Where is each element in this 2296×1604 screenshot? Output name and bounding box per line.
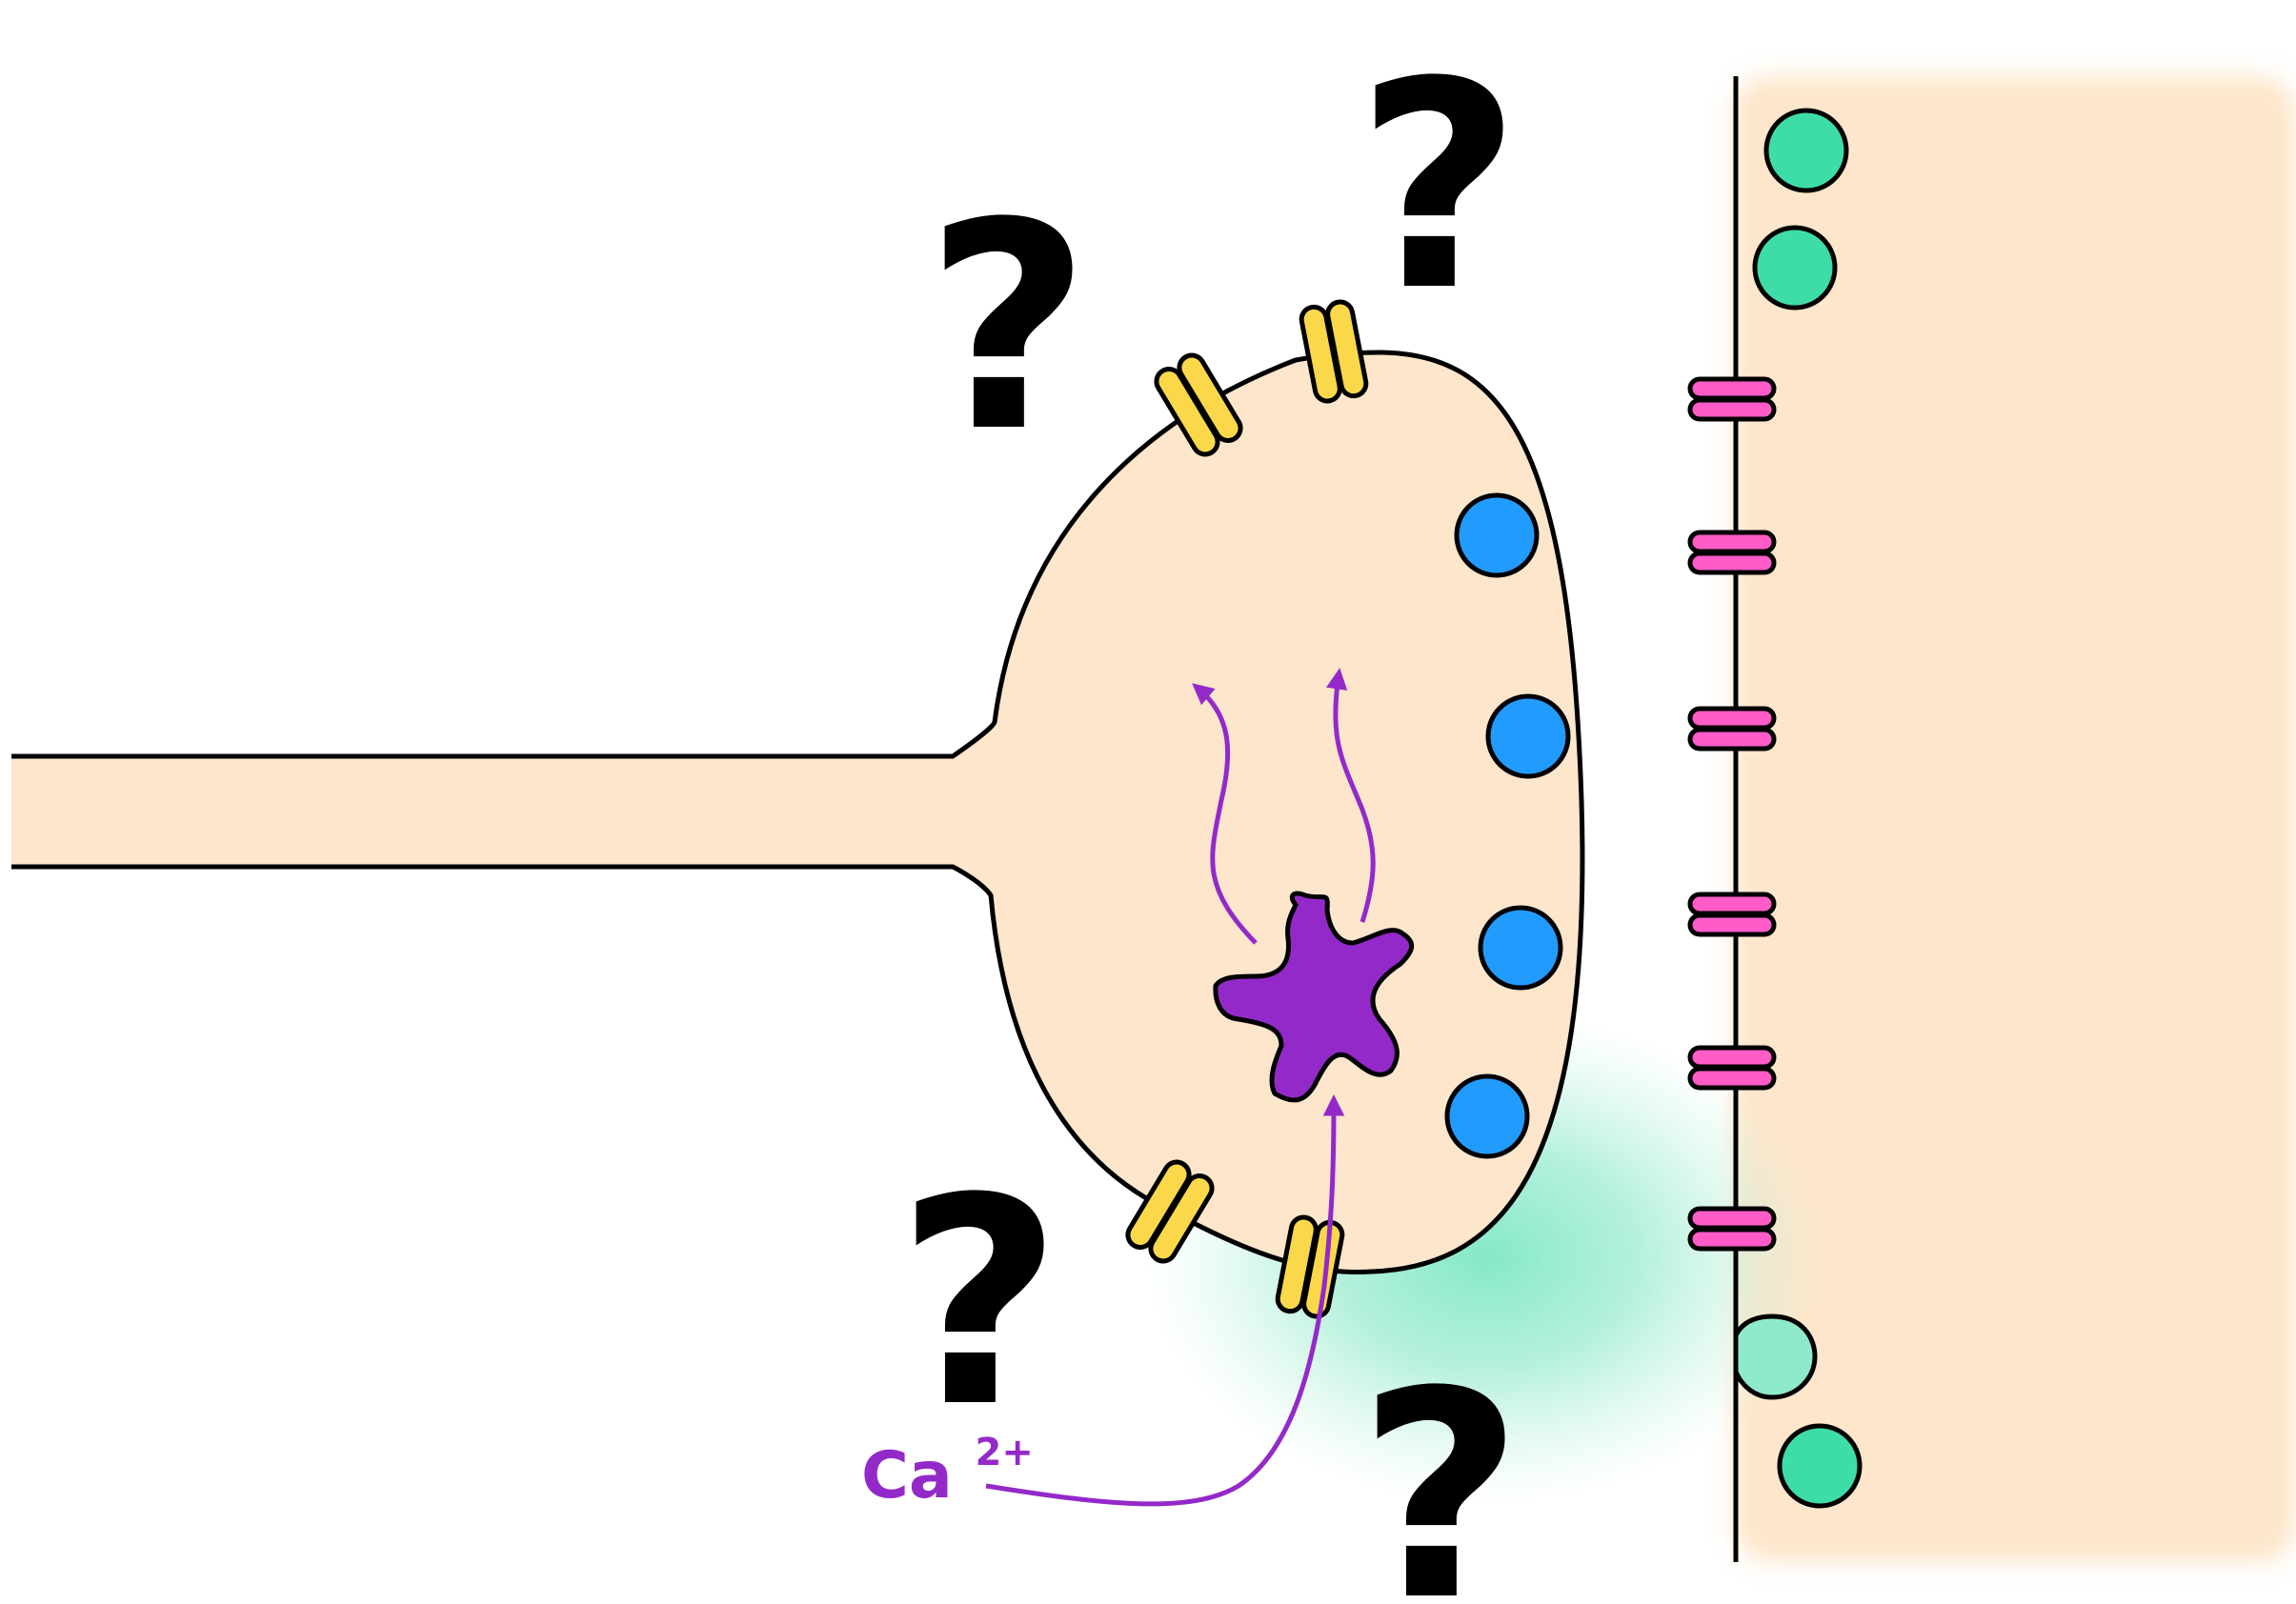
- bound-molecule: [1736, 1316, 1815, 1397]
- presynaptic-terminal: [11, 352, 1582, 1273]
- released-molecule: [1755, 228, 1835, 308]
- question-mark: ?: [1356, 21, 1521, 353]
- receptor: [1690, 1048, 1774, 1088]
- released-molecule: [1780, 1426, 1860, 1506]
- receptor: [1690, 1209, 1774, 1249]
- receptor: [1690, 532, 1774, 572]
- question-mark: ?: [1358, 1331, 1523, 1604]
- receptor: [1690, 894, 1774, 934]
- released-molecule: [1766, 110, 1846, 190]
- question-mark: ?: [896, 1137, 1062, 1470]
- receptor: [1690, 379, 1774, 419]
- vesicle: [1488, 696, 1568, 776]
- vesicle: [1447, 1076, 1527, 1156]
- question-mark: ?: [925, 162, 1091, 494]
- vesicle: [1480, 908, 1561, 988]
- vesicle: [1457, 495, 1537, 575]
- receptor: [1690, 709, 1774, 749]
